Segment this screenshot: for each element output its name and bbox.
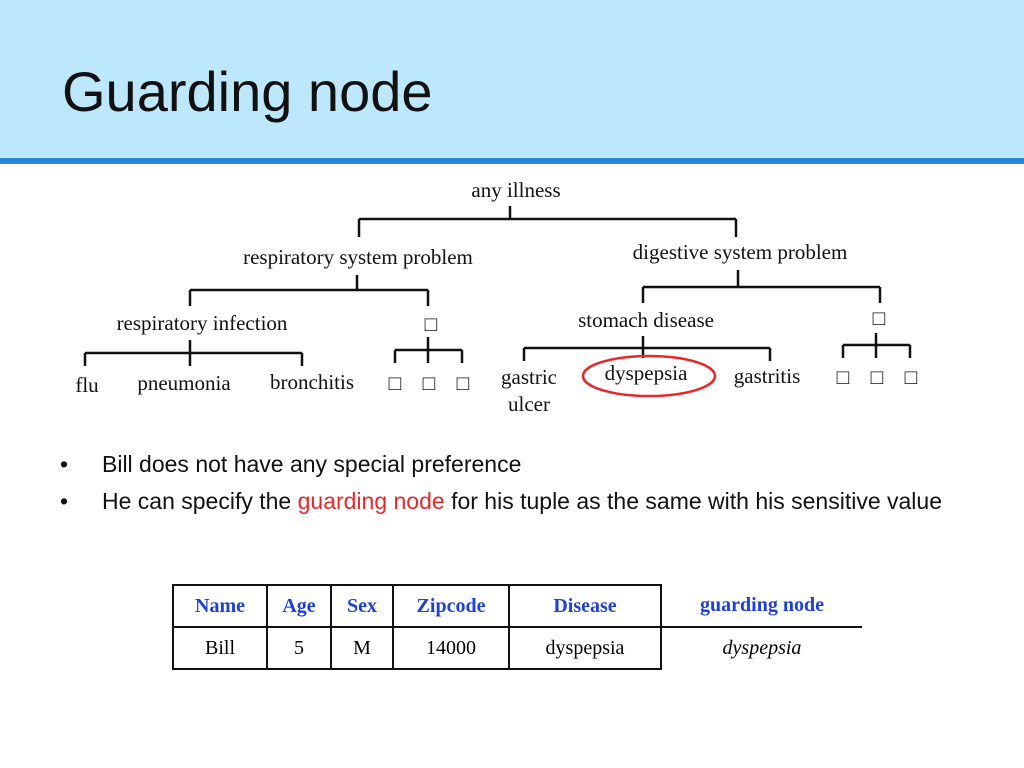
bullet-text-after: for his tuple as the same with his sensi… (444, 488, 942, 515)
tuple-table: Name Age Sex Zipcode Disease guarding no… (172, 584, 862, 670)
tree-edges (83, 206, 912, 366)
bullet-list: • Bill does not have any special prefere… (60, 449, 960, 524)
header-zipcode: Zipcode (392, 584, 510, 628)
leaf-placeholder-2: □ (423, 371, 436, 395)
bullet-text-before: He can specify the (102, 488, 298, 515)
leaf-placeholder-6: □ (905, 365, 918, 389)
cell-age: 5 (266, 626, 332, 670)
node-respiratory-system-problem: respiratory system problem (243, 245, 473, 269)
cell-zipcode: 14000 (392, 626, 510, 670)
header-sex: Sex (330, 584, 394, 628)
title-banner (0, 0, 1024, 158)
cell-sex: M (330, 626, 394, 670)
page-title: Guarding node (62, 60, 433, 123)
header-guarding-node: guarding node (661, 585, 862, 628)
node-dyspepsia: dyspepsia (605, 361, 689, 385)
header-name: Name (172, 584, 268, 628)
leaf-placeholder-4: □ (837, 365, 850, 389)
node-stomach-disease: stomach disease (578, 308, 714, 332)
title-divider (0, 158, 1024, 164)
node-bronchitis: bronchitis (270, 370, 354, 394)
node-gastric-ulcer-line2: ulcer (508, 392, 550, 416)
node-digestive-placeholder: □ (873, 306, 886, 330)
table-row: Bill 5 M 14000 dyspepsia dyspepsia (172, 626, 862, 670)
node-resp-placeholder: □ (425, 312, 438, 336)
leaf-placeholder-3: □ (457, 371, 470, 395)
node-flu: flu (75, 373, 99, 397)
node-gastric-ulcer-line1: gastric (501, 365, 557, 389)
taxonomy-tree: any illness respiratory system problem d… (75, 178, 918, 416)
bullet-highlight-guarding-node: guarding node (297, 488, 445, 515)
table-header-row: Name Age Sex Zipcode Disease guarding no… (172, 584, 862, 628)
guarding-node-highlight (581, 354, 717, 398)
cell-disease: dyspepsia (508, 626, 662, 670)
node-digestive-system-problem: digestive system problem (633, 240, 848, 264)
node-respiratory-infection: respiratory infection (117, 311, 288, 335)
bullet-marker: • (60, 488, 69, 515)
cell-guarding-node: dyspepsia (722, 637, 802, 659)
node-pneumonia: pneumonia (137, 371, 231, 395)
bullet-marker: • (60, 451, 69, 477)
node-any-illness: any illness (471, 178, 560, 202)
cell-name: Bill (172, 626, 268, 670)
bullet-item: • Bill does not have any special prefere… (60, 449, 960, 479)
node-gastritis: gastritis (734, 364, 801, 388)
header-age: Age (266, 584, 332, 628)
header-disease: Disease (508, 584, 662, 628)
bullet-item: • He can specify the guarding node for h… (60, 486, 960, 516)
leaf-placeholder-1: □ (389, 371, 402, 395)
bullet-text: Bill does not have any special preferenc… (102, 451, 522, 477)
leaf-placeholder-5: □ (871, 365, 884, 389)
